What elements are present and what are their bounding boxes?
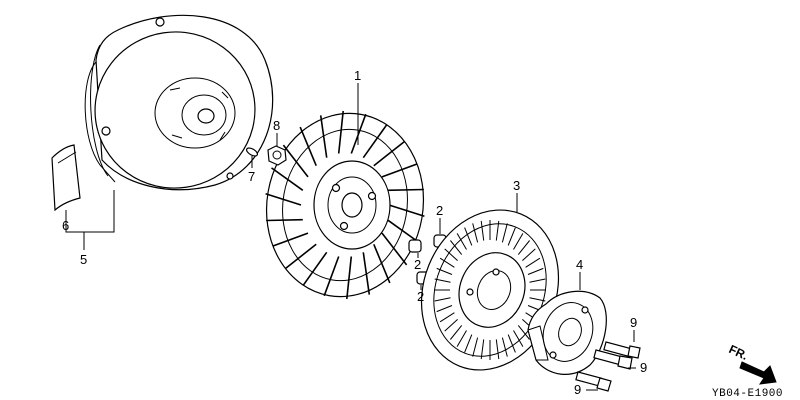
pulser-slot bbox=[517, 240, 530, 255]
cover-assembly-part bbox=[84, 14, 274, 191]
flywheel-fin bbox=[362, 124, 388, 159]
front-arrow-icon bbox=[739, 361, 777, 385]
callout-8: 8 bbox=[273, 118, 280, 133]
flywheel-fin bbox=[373, 243, 391, 284]
washer-part bbox=[245, 147, 259, 157]
flywheel-fin bbox=[350, 113, 367, 154]
leader-lines bbox=[65, 83, 636, 391]
pulser-slot bbox=[522, 248, 536, 261]
front-direction-marker: FR. bbox=[727, 342, 777, 385]
pulser-slot bbox=[436, 267, 453, 275]
pulser-slot bbox=[436, 305, 453, 313]
flywheel-fin bbox=[373, 141, 405, 167]
pulser-slot bbox=[513, 330, 524, 347]
callout-2-a: 2 bbox=[436, 203, 443, 218]
pulser-plate-slots bbox=[434, 220, 546, 360]
pulser-slot bbox=[529, 297, 546, 302]
callout-9-b: 9 bbox=[640, 360, 647, 375]
callout-4: 4 bbox=[576, 257, 583, 272]
pulser-slot bbox=[501, 337, 508, 357]
label-tag-part bbox=[51, 144, 81, 212]
pulser-slot bbox=[517, 325, 530, 340]
figure-code: YB04-E1900 bbox=[712, 388, 783, 400]
pulser-slot bbox=[456, 330, 467, 347]
callout-9-c: 9 bbox=[574, 382, 581, 397]
flywheel-fin bbox=[387, 188, 424, 192]
pulser-slot bbox=[450, 325, 463, 340]
pulser-slot bbox=[507, 227, 516, 246]
callout-3: 3 bbox=[513, 178, 520, 193]
starter-pulley-part bbox=[527, 290, 607, 375]
pulser-slot bbox=[529, 278, 546, 283]
pulser-slot bbox=[507, 334, 516, 353]
flywheel-fin bbox=[282, 144, 309, 178]
flywheel-fin bbox=[362, 252, 371, 295]
pulser-slot bbox=[525, 257, 541, 268]
pulser-slot bbox=[450, 240, 463, 255]
flywheel-fin bbox=[319, 115, 328, 158]
front-direction-label: FR. bbox=[727, 342, 750, 363]
callout-2-c: 2 bbox=[417, 289, 424, 304]
bolt-part-a bbox=[603, 341, 641, 359]
callout-2-b: 2 bbox=[414, 257, 421, 272]
pulser-slot bbox=[464, 334, 473, 353]
pulser-slot bbox=[444, 248, 458, 261]
flywheel-fin bbox=[299, 126, 317, 167]
callout-7: 7 bbox=[248, 169, 255, 184]
flywheel-fin bbox=[323, 256, 340, 297]
bolt-part-b bbox=[593, 349, 633, 370]
pulser-slot bbox=[513, 233, 524, 250]
pulser-slot bbox=[480, 220, 485, 241]
callout-1: 1 bbox=[354, 68, 361, 83]
flywheel-fin bbox=[386, 219, 419, 243]
pulser-slot bbox=[480, 339, 485, 360]
callout-5: 5 bbox=[80, 252, 87, 267]
pulser-slot bbox=[434, 278, 451, 283]
pulser-slot bbox=[464, 227, 473, 246]
nut-part bbox=[267, 145, 287, 166]
flywheel-fin bbox=[266, 218, 303, 222]
pulser-slot bbox=[434, 297, 451, 302]
flywheel-fin bbox=[346, 256, 353, 300]
flywheel-part bbox=[265, 110, 425, 300]
flywheel-fin bbox=[265, 192, 302, 206]
bolt-part-c bbox=[575, 371, 612, 392]
pulser-slot bbox=[501, 223, 508, 243]
collar-part-b bbox=[408, 239, 422, 253]
flywheel-fin bbox=[285, 243, 317, 269]
flywheel-fins bbox=[265, 110, 425, 300]
pulser-slot bbox=[456, 233, 467, 250]
pulser-slot bbox=[472, 223, 479, 243]
flywheel-fin bbox=[302, 251, 328, 286]
pulser-slot bbox=[495, 220, 500, 241]
pulser-slot bbox=[495, 339, 500, 360]
flywheel-fin bbox=[388, 204, 425, 218]
flywheel-fin bbox=[381, 232, 408, 266]
flywheel-fin bbox=[381, 163, 418, 178]
flywheel-fin bbox=[271, 167, 304, 191]
pulser-slot bbox=[439, 312, 455, 323]
pulser-slot bbox=[444, 319, 458, 332]
flywheel-fin bbox=[337, 110, 344, 154]
pulser-slot bbox=[472, 337, 479, 357]
callout-9-a: 9 bbox=[630, 315, 637, 330]
pulser-slot bbox=[527, 267, 544, 275]
callout-6: 6 bbox=[62, 218, 69, 233]
pulser-slot bbox=[439, 257, 455, 268]
flywheel-fin bbox=[272, 232, 309, 247]
